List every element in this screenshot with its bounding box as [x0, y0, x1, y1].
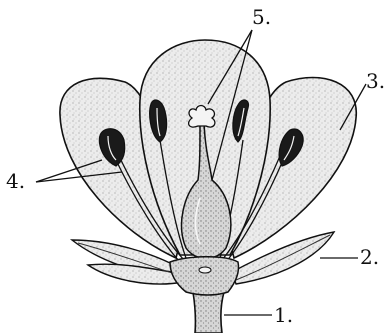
label-5: 5. [252, 5, 271, 29]
label-4: 4. [6, 169, 25, 193]
label-1: 1. [274, 303, 293, 327]
receptacle [170, 257, 239, 295]
stem [193, 292, 224, 333]
label-2: 2. [360, 245, 379, 269]
receptacle-pit [199, 267, 211, 273]
label-3: 3. [366, 69, 385, 93]
pistil-stigma [189, 106, 215, 128]
